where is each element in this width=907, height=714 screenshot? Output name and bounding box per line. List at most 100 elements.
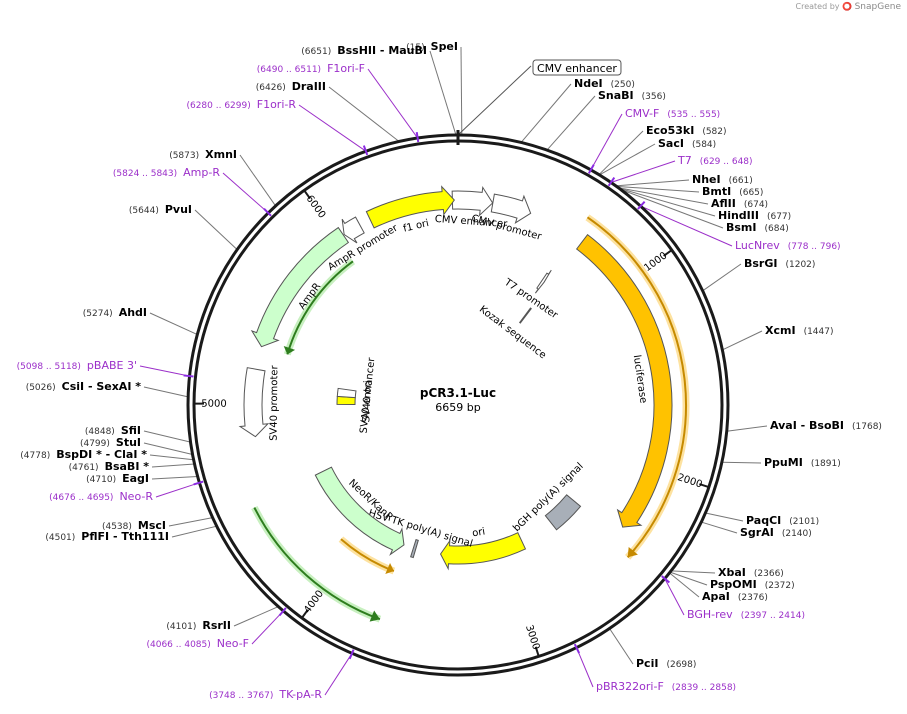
site-label[interactable]: SacI(584) <box>658 137 716 150</box>
site-name: PspOMI <box>710 578 757 591</box>
site-label[interactable]: PspOMI(2372) <box>710 578 795 591</box>
feature-ampr[interactable] <box>250 226 350 348</box>
site-label[interactable]: pBR322ori-F(2839 .. 2858) <box>596 680 736 693</box>
site-label[interactable]: PflFI - Tth111I(4501) <box>45 530 169 543</box>
feature-ampr-promoter[interactable] <box>341 216 365 244</box>
site-label[interactable]: Eco53kI(582) <box>646 124 727 137</box>
feature-hsv-tk-poly-a-signal[interactable] <box>410 538 419 559</box>
site-label[interactable]: BspDI * - ClaI *(4778) <box>20 448 147 461</box>
site-coord: (15) <box>406 43 424 53</box>
site-label[interactable]: PpuMI(1891) <box>764 456 841 469</box>
feature-cmv-promoter[interactable] <box>490 193 532 225</box>
site-label[interactable]: RsrII(4101) <box>166 619 231 632</box>
leader-line <box>599 143 656 176</box>
leader-line <box>328 86 400 142</box>
site-label[interactable]: SgrAI(2140) <box>740 526 812 539</box>
feature-label: ori <box>471 526 486 539</box>
site-coord: (5644) <box>129 206 159 216</box>
site-label[interactable]: AflII(674) <box>711 197 768 210</box>
leader-line <box>664 578 685 616</box>
leader-line <box>143 442 193 455</box>
site-coord: (2101) <box>789 517 819 527</box>
site-label[interactable]: BmtI(665) <box>702 185 763 198</box>
site-label[interactable]: NheI (661) <box>692 173 753 186</box>
site-label[interactable]: PvuI(5644) <box>129 203 192 216</box>
site-name: F1ori-F <box>327 62 365 75</box>
site-label[interactable]: EagI(4710) <box>86 472 149 485</box>
feature-label: SV40 ori <box>361 380 374 423</box>
site-coord: (2839 .. 2858) <box>672 683 736 693</box>
site-label[interactable]: DraIII(6426) <box>256 80 326 93</box>
site-label[interactable]: NdeI(250) <box>574 77 635 90</box>
site-label[interactable]: BsaBI *(4761) <box>69 460 150 473</box>
site-coord: (674) <box>744 200 768 210</box>
leader-line <box>726 425 768 432</box>
site-label[interactable]: CsiI - SexAI *(5026) <box>26 380 142 393</box>
site-label[interactable]: Neo-F(4066 .. 4085) <box>146 637 249 650</box>
site-label[interactable]: SpeI (15) <box>406 40 458 53</box>
site-label[interactable]: PciI(2698) <box>636 657 696 670</box>
site-name: PaqCI <box>746 514 781 527</box>
site-coord: (677) <box>767 212 791 222</box>
site-label[interactable]: BGH-rev(2397 .. 2414) <box>687 608 805 621</box>
site-label[interactable]: SfiI(4848) <box>85 424 141 437</box>
site-label[interactable]: XbaI(2366) <box>718 566 784 579</box>
site-name: SpeI <box>431 40 458 53</box>
site-name: NheI <box>692 173 721 186</box>
site-label[interactable]: StuI(4799) <box>80 436 141 449</box>
leader-line <box>640 205 733 247</box>
site-label[interactable]: LucNrev(778 .. 796) <box>735 239 841 252</box>
site-label[interactable]: BsmI(684) <box>726 221 789 234</box>
plasmid-size: 6659 bp <box>435 401 480 414</box>
feature-f1-ori[interactable] <box>365 185 455 229</box>
site-coord: (661) <box>729 176 753 186</box>
site-name: TK-pA-R <box>278 688 322 701</box>
site-coord: (5873) <box>169 151 199 161</box>
site-label[interactable]: BssHII - MauBI(6651) <box>301 44 427 57</box>
site-label[interactable]: XmnI(5873) <box>169 148 237 161</box>
site-label[interactable]: Amp-R(5824 .. 5843) <box>113 166 220 179</box>
site-name: BssHII - MauBI <box>337 44 427 57</box>
site-label[interactable]: XcmI(1447) <box>765 324 834 337</box>
site-label[interactable]: PaqCI (2101) <box>746 514 819 527</box>
feature-cmv-enhancer[interactable] <box>451 185 494 217</box>
site-label[interactable]: ApaI(2376) <box>702 590 768 603</box>
site-coord: (6426) <box>256 83 286 93</box>
primer-mark <box>637 200 646 210</box>
site-label[interactable]: MscI(4538) <box>102 519 166 532</box>
site-label[interactable]: Neo-R(4676 .. 4695) <box>49 490 153 503</box>
primer-mark <box>415 131 420 143</box>
feature-sv40-promoter[interactable] <box>238 367 270 438</box>
site-label[interactable]: F1ori-R(6280 .. 6299) <box>186 98 296 111</box>
feature-bgh-poly-a-signal[interactable] <box>544 494 582 531</box>
site-label[interactable]: F1ori-F(6490 .. 6511) <box>257 62 365 75</box>
feature-t7-promoter[interactable] <box>534 269 552 294</box>
site-name: SnaBI <box>598 89 634 102</box>
site-name: PpuMI <box>764 456 803 469</box>
leader-line <box>168 517 213 527</box>
leader-line <box>139 365 190 377</box>
site-label[interactable]: T7(629 .. 648) <box>677 154 753 167</box>
site-coord: (4066 .. 4085) <box>146 640 210 650</box>
site-label[interactable]: AhdI(5274) <box>83 306 147 319</box>
leader-line <box>520 83 572 143</box>
site-label[interactable]: SnaBI(356) <box>598 89 666 102</box>
feature-kozak-sequence[interactable] <box>518 307 532 324</box>
site-label[interactable]: pBABE 3'(5098 .. 5118) <box>17 359 137 372</box>
feature-ori[interactable] <box>439 532 527 571</box>
ring-tick-6000 <box>303 190 311 200</box>
site-label[interactable]: HindIII(677) <box>718 209 791 222</box>
feature-luciferase[interactable] <box>575 233 673 528</box>
site-label[interactable]: CMV-F(535 .. 555) <box>625 107 720 120</box>
site-label[interactable]: BsrGI(1202) <box>744 257 815 270</box>
feature-neor-kanr[interactable] <box>314 466 405 556</box>
site-name: Neo-R <box>119 490 153 503</box>
primer-mark <box>278 607 287 617</box>
site-label[interactable]: TK-pA-R(3748 .. 3767) <box>209 688 322 701</box>
primer-marks <box>183 131 671 660</box>
leader-line <box>239 154 277 207</box>
site-label[interactable]: AvaI - BsoBI(1768) <box>770 419 882 432</box>
site-label[interactable]: CMV enhancer <box>532 59 622 76</box>
feature-sv40-enhancer[interactable] <box>336 387 357 399</box>
